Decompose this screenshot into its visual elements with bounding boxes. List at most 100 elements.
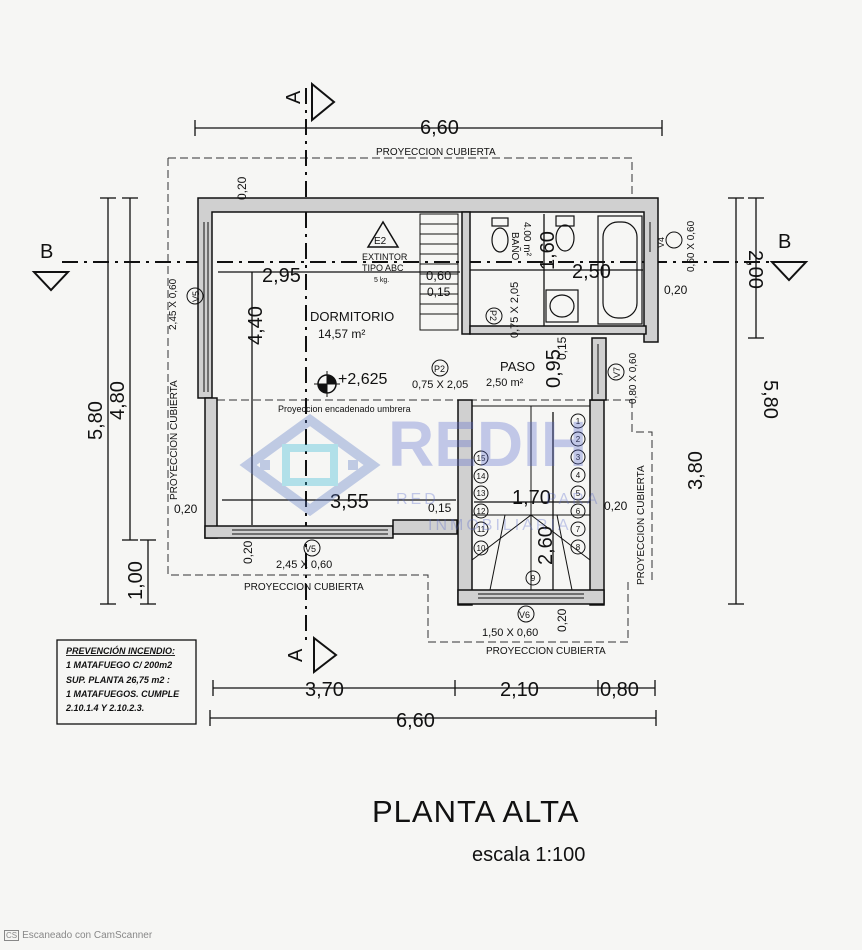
stair-step-circle [570,521,586,537]
window-v5-left-code: V5 [191,291,201,302]
dim-stair-gap-h: 0,15 [427,285,451,299]
stair-step-circle [473,450,489,466]
dormitorio-label: DORMITORIO [310,309,394,324]
window-v6-code: V6 [519,610,530,620]
dim-wall-bottom: 0,20 [241,540,255,564]
dim-stair-gap-w: 0,60 [426,268,451,283]
stair-step-number: 10 [477,544,486,553]
stair-step-number: 11 [477,525,486,534]
dim-stair-height: 2,60 [535,526,557,565]
dormitorio-area: 14,57 m² [318,327,365,341]
window-v5-bottom-code: V5 [305,544,316,554]
watermark-sub1: RED [396,491,439,508]
section-b-right-label: B [778,231,791,253]
banio-area: 4.00 m² [521,222,532,257]
window-v4-size: 0,60 X 0,60 [686,220,697,272]
toilet-icon [555,215,575,252]
stair-step-number: 3 [576,453,581,462]
door-p2-a-code: P2 [434,364,445,374]
fire-prev-line-3: SUP. PLANTA 26,75 m2 : [66,675,170,685]
watermark-logo [239,413,381,517]
sink-icon [545,289,579,323]
plan-scale: escala 1:100 [472,844,585,866]
window-v4-icon [665,231,683,249]
dim-paso-small: 0,15 [555,336,569,360]
stair-step-circle [473,540,489,556]
section-lines [62,88,792,645]
dim-bottom-right: 0,80 [600,679,639,701]
proy-top-label: PROYECCION CUBIERTA [376,147,496,158]
fire-prev-line-4: 1 MATAFUEGOS. CUMPLE [66,689,180,699]
section-a-bottom-label: A [285,648,307,662]
dimension-texts: 6,60 3,70 2,10 0,80 6,60 5,80 4,80 1,00 … [85,117,781,732]
stair-step-circle [570,503,586,519]
stair-step-circle [570,485,586,501]
stair-step-circle [570,449,586,465]
door-p2-a-size: 0,75 X 2,05 [412,379,468,391]
stair-step-circle [570,539,586,555]
section-marker-b-right: B [769,231,809,282]
window-v4-code: V4 [656,237,666,248]
stair-step-number: 7 [576,525,581,534]
door-p2-b-size: 0,75 X 2,05 [509,282,521,338]
dim-right-outer: 5,80 [759,380,781,419]
plan-title: PLANTA ALTA [372,794,579,829]
stair-step-number: 6 [576,507,581,516]
fire-prev-line-5: 2.10.1.4 Y 2.10.2.3. [65,703,144,713]
paso-area: 2,50 m² [486,377,524,389]
stair-step-circle [570,467,586,483]
stair-step-number: 9 [531,574,536,583]
roof-projection-lines [167,157,653,643]
proy-umbrera-label: Proyeccion encadenado umbrera [278,404,411,414]
dim-wall-right2: 0,20 [604,499,628,513]
window-v7-size: 0,80 X 0,60 [628,352,639,404]
stair-step-number: 15 [477,454,486,463]
dim-left-outer: 5,80 [85,401,107,440]
fire-prev-line-1: PREVENCIÓN INCENDIO: [66,645,175,656]
dim-wall-bottom2: 0,20 [555,608,569,632]
fire-prevention-box: PREVENCIÓN INCENDIO: 1 MATAFUEGO C/ 200m… [56,639,197,725]
stair-step-circle [473,521,489,537]
windows [203,222,651,599]
dim-bath-width: 2,50 [572,261,611,283]
level-label: +2,625 [338,371,387,388]
window-v7-code: V7 [612,367,622,378]
section-marker-a-top: A [283,81,336,123]
door-p2-a-icon [431,359,449,377]
dim-bottom-mid: 2,10 [500,679,539,701]
stair-step-number: 2 [576,435,581,444]
scanner-text: Escaneado con CamScanner [22,930,153,941]
stair-step-circle [525,570,541,586]
window-v7-icon [607,363,625,381]
dim-top-total: 6,60 [420,117,459,139]
dim-bottom-total: 6,60 [396,710,435,732]
stair-step-number: 1 [576,417,581,426]
door-p2-b-code: P2 [488,310,498,321]
dim-lower-width: 3,55 [330,491,369,513]
stair-step-number: 13 [477,489,486,498]
window-v5-bottom-icon [303,539,321,557]
window-v5-left-size: 2,45 X 0,60 [168,278,179,330]
stair-step-number: 12 [477,507,486,516]
dim-dorm-height: 4,40 [245,306,267,345]
watermark-sub2: INMOBILIARIA [428,517,572,534]
extintor-code: E2 [374,236,387,247]
proy-bottom-right-label: PROYECCION CUBIERTA [486,646,606,657]
dimension-lines [100,120,764,726]
dim-wall-top: 0,20 [235,176,249,200]
camscanner-logo: CS [4,930,20,941]
paso-label: PASO [500,359,535,374]
dim-right-lower: 3,80 [685,451,707,490]
dim-left-mid: 4,80 [107,381,129,420]
door-p2-b-icon [485,307,503,325]
section-marker-a-bottom: A [285,635,338,675]
stair-step-number: 8 [576,543,581,552]
proy-right-label: PROYECCION CUBIERTA [636,465,647,585]
stair-step-circle [570,413,586,429]
level-marker-icon [314,371,340,397]
dim-left-low: 1,00 [125,561,147,600]
stair-step-number: 5 [576,489,581,498]
